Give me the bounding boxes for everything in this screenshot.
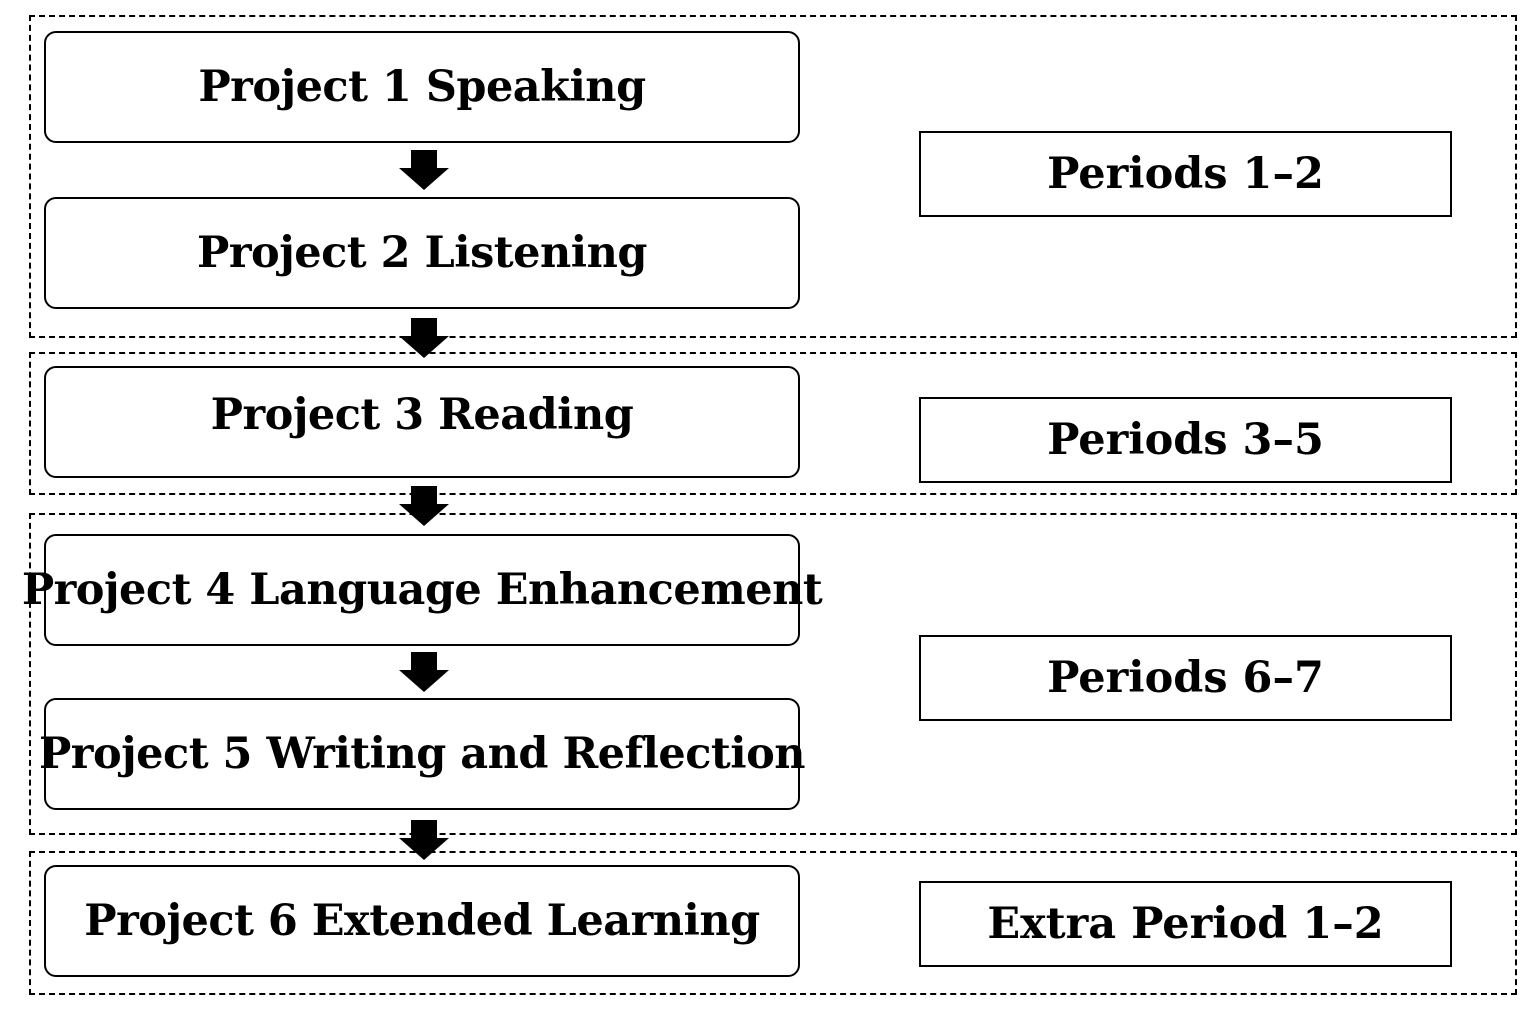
project-4-label: Project 4 Language Enhancement [21,565,823,615]
down-arrow-icon [399,150,449,190]
project-1-box: Project 1 Speaking [44,31,800,143]
project-3-box: Project 3 Reading [44,366,800,478]
period-6-7-label: Periods 6–7 [1047,653,1324,703]
down-arrow-icon [399,820,449,860]
down-arrow-icon [399,318,449,358]
period-6-7-box: Periods 6–7 [919,635,1452,721]
project-2-label: Project 2 Listening [197,228,647,278]
project-4-box: Project 4 Language Enhancement [22,534,823,646]
project-6-label: Project 6 Extended Learning [84,896,760,946]
project-5-label: Project 5 Writing and Reflection [38,729,806,779]
project-2-box: Project 2 Listening [44,197,800,309]
group-extra-period [29,851,1517,995]
down-arrow-icon [399,652,449,692]
project-3-label: Project 3 Reading [210,390,634,440]
project-5-box: Project 5 Writing and Reflection [39,698,806,810]
group-periods-1-2 [29,15,1517,338]
group-periods-3-5 [29,352,1517,495]
extra-period-label: Extra Period 1–2 [987,899,1384,949]
period-1-2-box: Periods 1–2 [919,131,1452,217]
project-6-box: Project 6 Extended Learning [44,865,800,977]
extra-period-box: Extra Period 1–2 [919,881,1452,967]
group-periods-6-7 [29,513,1517,835]
project-1-label: Project 1 Speaking [198,62,646,112]
down-arrow-icon [399,486,449,526]
period-3-5-box: Periods 3–5 [919,397,1452,483]
period-1-2-label: Periods 1–2 [1047,149,1324,199]
period-3-5-label: Periods 3–5 [1047,415,1324,465]
